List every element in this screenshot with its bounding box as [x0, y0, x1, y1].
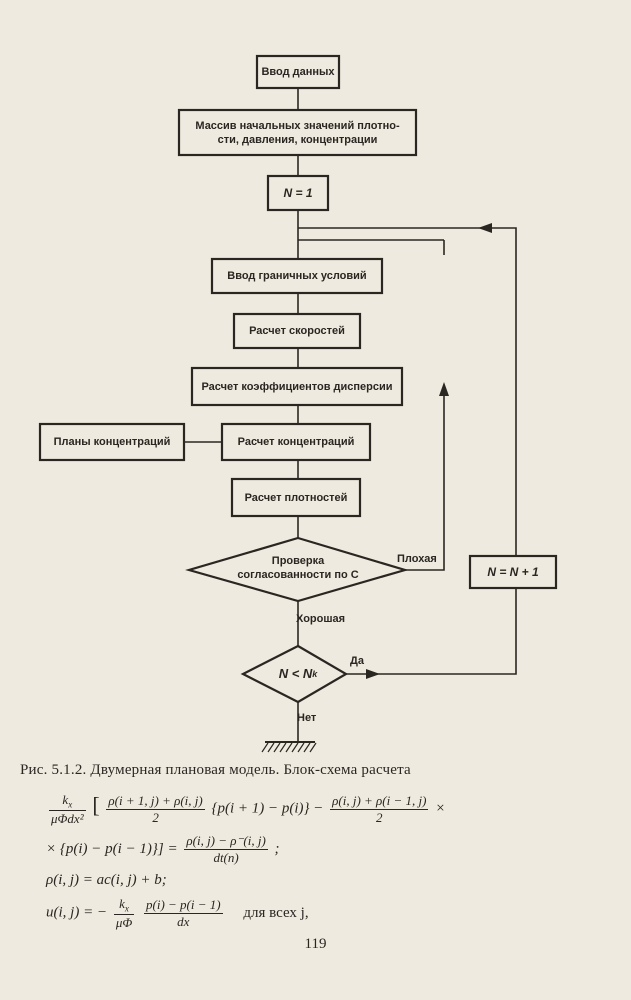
concentration-label: Расчет концентраций: [237, 436, 355, 448]
frac-num-sub: x: [68, 799, 73, 810]
n-compare-text: N < N: [278, 666, 313, 681]
frac-num: ρ(i, j) − ρ⁻(i, j): [184, 833, 268, 850]
boundary-input-label: Ввод граничных условий: [227, 270, 367, 282]
formula-line-1: kx μΦdx² [ ρ(i + 1, j) + ρ(i, j) 2 {p(i …: [49, 792, 446, 827]
frac-den: μΦ: [115, 914, 133, 930]
frac-den: μΦdx²: [51, 810, 84, 826]
frac-den: dt(n): [213, 850, 239, 865]
arrowhead: [439, 382, 449, 396]
diamond-consistency-check: [185, 536, 409, 603]
bad-loop-line: [405, 392, 445, 571]
densities-label: Расчет плотностей: [244, 491, 348, 504]
frac-den: 2: [376, 809, 383, 825]
page-number: 119: [304, 936, 327, 952]
n-compare-sub: k: [312, 669, 318, 679]
frac-num: k: [119, 896, 125, 911]
frac-num-sub: x: [124, 903, 129, 914]
dispersion-label: Расчет коэффициентов дисперсии: [201, 380, 393, 393]
box-densities: [230, 477, 362, 518]
formula-line-2: × {p(i) − p(i − 1)}] = ρ(i, j) − ρ⁻(i, j…: [46, 833, 280, 866]
box-boundary-input: [210, 257, 384, 295]
frac-num: ρ(i, j) + ρ(i − 1, j): [330, 792, 429, 810]
frac-num: p(i) − p(i − 1): [144, 896, 223, 914]
figure-caption: Рис. 5.1.2. Двумерная плановая модель. Б…: [20, 762, 411, 778]
formula-tail: ×: [435, 800, 446, 817]
arrowhead: [478, 223, 492, 233]
yes-label: Да: [350, 655, 364, 667]
frac-rho-sum-1: ρ(i + 1, j) + ρ(i, j) 2: [106, 792, 205, 826]
concentration-plans-label: Планы концентраций: [53, 436, 171, 448]
no-label: Нет: [297, 712, 317, 724]
frac-num: k: [62, 792, 69, 807]
velocities-label: Расчет скоростей: [249, 325, 345, 337]
frac-num: ρ(i + 1, j) + ρ(i, j): [106, 792, 205, 810]
formula-lead: u(i, j) = −: [46, 904, 108, 921]
n-init-label: N = 1: [283, 186, 313, 200]
return-loop-line: [482, 227, 517, 556]
bad-label: Плохая: [397, 553, 437, 565]
box-n-increment: [468, 554, 558, 590]
arrowhead: [366, 669, 380, 679]
frac-den: dx: [177, 913, 190, 929]
box-velocities: [232, 312, 362, 350]
yes-loop-line: [346, 588, 517, 675]
formula-mid: {p(i + 1) − p(i)} −: [211, 800, 324, 817]
initial-arrays-label: Массив начальных значений плотно- сти, д…: [195, 119, 400, 146]
frac-kx-mu: kx μΦdx²: [49, 792, 86, 827]
formula-tail: для всех j,: [243, 904, 309, 921]
box-input-data: [255, 54, 341, 90]
formula-lead: × {p(i) − p(i − 1)}] =: [46, 840, 178, 857]
frac-rho-diff: ρ(i, j) − ρ⁻(i, j) dt(n): [184, 833, 268, 866]
frac-p-diff: p(i) − p(i − 1) dx: [144, 897, 223, 930]
box-concentration: [220, 422, 372, 462]
diamond-n-compare: [240, 644, 349, 704]
frac-rho-sum-2: ρ(i, j) + ρ(i − 1, j) 2: [330, 792, 429, 826]
consistency-check-label: Проверка согласованности по C: [237, 555, 359, 581]
formula-line-4: u(i, j) = − kx μΦ p(i) − p(i − 1) dx для…: [46, 896, 309, 931]
formula-line-3: ρ(i, j) = ac(i, j) + b;: [46, 872, 167, 888]
frac-den: 2: [152, 809, 159, 825]
box-dispersion: [190, 366, 404, 407]
box-initial-arrays: [177, 108, 418, 157]
box-concentration-plans: [38, 422, 186, 462]
n-increment-label: N = N + 1: [487, 565, 539, 579]
frac-kx-muphi: kx μΦ: [113, 896, 135, 931]
good-label: Хорошая: [296, 613, 346, 625]
formula-tail: ;: [274, 840, 280, 857]
box-n-init: [266, 174, 330, 212]
input-data-label: Ввод данных: [261, 66, 335, 78]
